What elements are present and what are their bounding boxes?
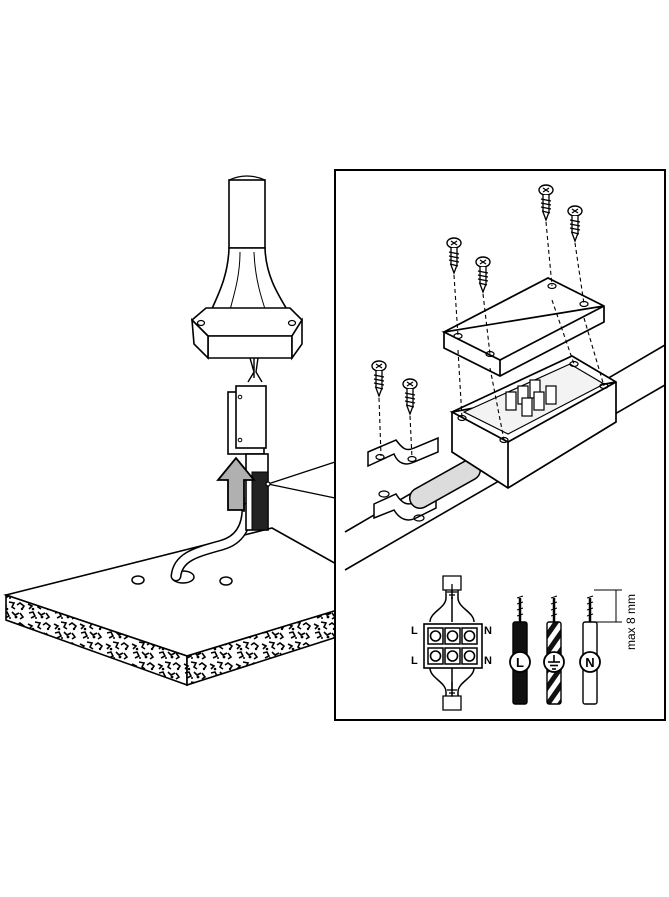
svg-text:L: L: [516, 655, 524, 670]
strip-length-label: max 8 mm: [624, 594, 638, 650]
callout-pointer: [265, 461, 336, 499]
terminal-label-l-bottom: L: [411, 655, 418, 667]
terminal-block: [505, 379, 557, 417]
terminal-label-n-top: N: [484, 625, 492, 637]
svg-text:N: N: [585, 655, 594, 670]
lamp-post: [190, 175, 304, 383]
ground-icon: [543, 651, 565, 673]
wire-label-live: L: [509, 651, 531, 673]
terminal-label-l-top: L: [411, 625, 418, 637]
terminal-connector-diagram: L L N N: [411, 575, 492, 711]
screw-icon: [371, 184, 583, 416]
arrow-up-icon: [216, 456, 256, 511]
screw-guide-lines: [378, 221, 605, 459]
detail-cable: [409, 459, 481, 509]
ground-icon: [447, 682, 457, 697]
ground-icon: [447, 584, 457, 599]
strip-length-dimension: max 8 mm: [594, 589, 638, 650]
junction-box-lid: [441, 277, 605, 377]
post-junction-box: [227, 385, 269, 531]
terminal-label-n-bottom: N: [484, 655, 492, 667]
wire-label-neutral: N: [579, 651, 601, 673]
